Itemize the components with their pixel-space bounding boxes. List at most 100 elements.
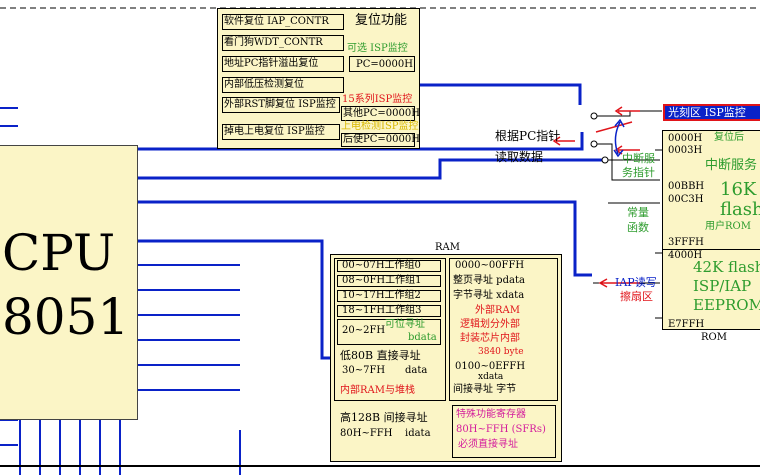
low-range: 30~7FH: [342, 365, 386, 376]
xram-range2: 0100~0EFFH: [455, 361, 526, 372]
after-pc-box: [341, 133, 415, 147]
ext-ram-title: 外部RAM: [475, 305, 520, 316]
cpu-pin-bottom: [19, 418, 121, 475]
work-group-1-label: 08~0FH工作组1: [342, 275, 422, 286]
byte-addr: 字节寻址 xdata: [453, 290, 525, 301]
switch-blade: [595, 121, 633, 133]
reset-panel-title: 复位功能: [355, 13, 408, 28]
switch-wire-mid: [597, 143, 660, 181]
addr-00c3: 00C3H: [668, 194, 704, 205]
stack-label: 内部RAM与堆栈: [340, 385, 415, 396]
reset-item-5-label: 外部RST脚复位 ISP监控: [224, 99, 336, 110]
blue-curve-arrow: [613, 118, 625, 158]
other-pc: 其他PC=0000H: [343, 108, 420, 119]
after-pc: 后使PC=0000H: [343, 134, 420, 145]
pc-0000h: PC=0000H: [356, 59, 413, 70]
rom-divider: [662, 249, 760, 250]
bus-cpu-to-ram: [137, 239, 332, 360]
rom-header: [663, 104, 760, 121]
size-16k: 16K: [720, 179, 757, 200]
addr-3fff: 3FFFH: [668, 237, 704, 248]
read-by-pc-line1: 根据PC指针: [495, 129, 561, 143]
high-key: idata: [405, 428, 431, 439]
switch-node-low: [601, 156, 609, 164]
isp-iap: ISP/IAP: [693, 277, 752, 295]
reset-item-1-label: 软件复位 IAP_CONTR: [224, 16, 329, 27]
sfr-range: 80H~FFH (SFRs): [456, 424, 546, 435]
cpu-pin-left: [0, 107, 18, 446]
high-label: 高128B 间接寻址: [340, 411, 428, 424]
interrupt-service: 中断服务: [705, 158, 758, 173]
sfr-box: [452, 405, 556, 458]
work-group-2-label: 10~17H工作组2: [342, 290, 421, 301]
reset-item-5: [222, 97, 340, 113]
external-ram: [449, 258, 558, 401]
switch-wire-top: [597, 110, 662, 117]
eeprom: EEPROM: [693, 296, 760, 314]
ext-desc1: 逻辑划分外部: [460, 319, 520, 330]
series15-isp: 15系列ISP监控: [342, 94, 413, 105]
addr-00bb: 00BBH: [668, 181, 705, 192]
bus-reset-to-switch: [420, 83, 582, 105]
reset-item-3-label: 地址PC指针溢出复位: [224, 58, 319, 69]
reset-item-1: [222, 14, 344, 30]
internal-ram: [334, 258, 446, 401]
after-isp: 上电检测ISP监控: [341, 121, 419, 132]
reset-item-6-label: 掉电上电复位 ISP监控: [224, 126, 325, 137]
xram-key2: xdata: [478, 372, 504, 382]
bus-cpu-to-switch: [137, 132, 584, 151]
switch-wire-rom: [608, 159, 660, 204]
sfr-note: 必须直接寻址: [458, 439, 518, 450]
rom-header-label: 光刻区 ISP监控: [668, 106, 746, 119]
xram-range: 0000~00FFH: [455, 260, 525, 271]
reset-item-4-label: 内部低压检测复位: [224, 79, 304, 90]
user-rom: 用户ROM: [705, 221, 751, 232]
reset-panel: [217, 8, 420, 149]
work-group-0: [337, 260, 441, 272]
addr-e7ff: E7FFH: [668, 319, 705, 330]
ram-title: RAM: [435, 242, 460, 253]
size-42k: 42K flash: [693, 258, 760, 276]
cpu-label: CPU: [2, 224, 116, 282]
bit-range: 20~2FH: [342, 325, 386, 336]
work-group-2: [337, 290, 441, 302]
other-pc-box: [341, 106, 415, 121]
cpu-block: [0, 145, 138, 420]
iap-label-2: 擦扇区: [620, 290, 653, 303]
low-label: 低80B 直接寻址: [340, 349, 421, 362]
work-group-1: [337, 275, 441, 287]
rom-panel: [662, 130, 760, 330]
reset-item-2-label: 看门狗WDT_CONTR: [224, 37, 323, 48]
optional-isp: 可选 ISP监控: [347, 43, 408, 54]
red-arrow-iap: [598, 278, 640, 288]
addr-4000: 4000H: [668, 250, 703, 261]
const-label-1: 常量: [627, 206, 649, 219]
bit-label: 可位寻址: [385, 319, 425, 330]
sfr-title: 特殊功能寄存器: [456, 409, 526, 420]
addr-0003: 0003H: [668, 145, 703, 156]
switch-node-top: [590, 112, 598, 120]
switch-node-mid: [590, 140, 598, 148]
ext-desc2: 封装芯片内部: [460, 333, 520, 344]
work-group-3: [337, 305, 441, 317]
indirect-byte: 间接寻址 字节: [453, 384, 517, 395]
reset-item-2: [222, 35, 344, 51]
reset-item-4: [222, 77, 344, 93]
work-group-0-label: 00~07H工作组0: [342, 260, 421, 271]
iap-label-1: IAP读写: [615, 276, 657, 289]
addr-0000: 0000H: [668, 133, 703, 144]
work-group-3-label: 18~1FH工作组3: [342, 305, 422, 316]
after-reset: 复位后: [714, 132, 744, 143]
page-addr: 整页寻址 pdata: [453, 275, 525, 286]
cpu-pin-right: [137, 264, 240, 391]
low-key: data: [405, 365, 428, 376]
pc-0000h-box: [349, 56, 415, 72]
reset-item-3: [222, 56, 344, 72]
ext-size: 3840 byte: [478, 347, 524, 357]
bit-addressable: [337, 319, 441, 345]
rom-brace: [655, 149, 662, 319]
rom-caption: ROM: [701, 332, 727, 343]
red-arrow-left: [552, 136, 575, 146]
